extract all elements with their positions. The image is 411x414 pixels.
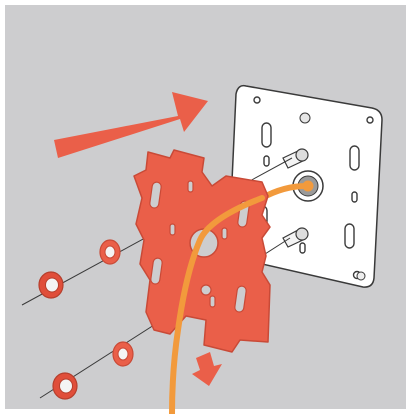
illustration-frame <box>0 0 411 414</box>
assembly-illustration <box>0 0 411 414</box>
